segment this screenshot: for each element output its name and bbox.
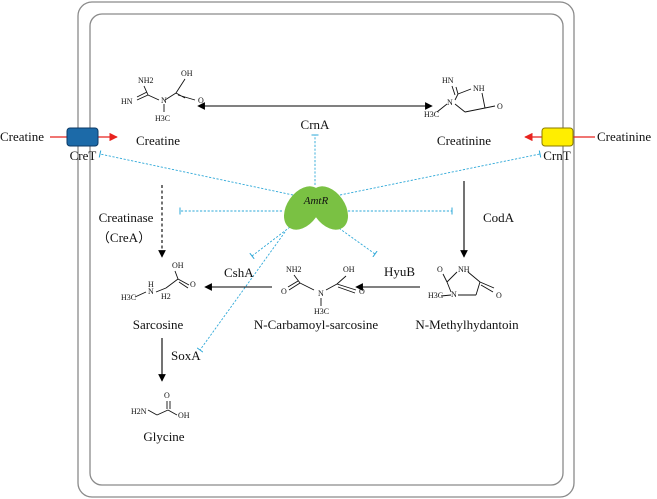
nmh-o1-label: O: [437, 265, 443, 274]
creatine-ch3-label: H3C: [155, 114, 170, 123]
creatine-label: Creatine: [136, 133, 180, 148]
creatine-hn-label: HN: [121, 97, 133, 106]
cret-label: CreT: [70, 148, 97, 163]
creatinine-n-label: N: [447, 98, 453, 107]
nmh-n-label: N: [451, 290, 457, 299]
ncs-oh-label: OH: [343, 265, 355, 274]
creatinine-nh-label: NH: [473, 84, 485, 93]
creatinine-o-label: O: [497, 102, 503, 111]
coda-label: CodA: [483, 210, 515, 225]
creatine-nh2-label: NH2: [138, 76, 154, 85]
amtr-to-crnt-line: [339, 150, 542, 196]
glycine-nh2-label: H2N: [131, 407, 147, 416]
amtr-right-lobe: [309, 186, 349, 230]
amtr-to-csha-line: [249, 226, 291, 260]
external-creatinine-label: Creatinine: [597, 129, 651, 144]
sarcosine-n-label: N: [148, 287, 154, 296]
amtr-to-soxa-line: [196, 231, 286, 353]
nmh-ch3-label: H3C: [428, 291, 443, 300]
glycine-label: Glycine: [143, 429, 184, 444]
sarcosine-oh-label: OH: [172, 261, 184, 270]
creatine-o-label: O: [198, 96, 204, 105]
cell-membrane-outer: [77, 1, 575, 498]
sarcosine-o-label: O: [190, 280, 196, 289]
glycine-o-label: O: [164, 391, 170, 400]
creatinine-hn-label: HN: [442, 76, 454, 85]
sarcosine-h-label: H: [148, 280, 154, 289]
external-creatine-label: Creatine: [0, 129, 44, 144]
glycine-structure: O OH H2N: [131, 391, 190, 420]
glycine-oh-label: OH: [178, 411, 190, 420]
n-methylhydantoin-label: N-Methylhydantoin: [415, 317, 519, 332]
nmh-o2-label: O: [496, 291, 502, 300]
cell-membrane-inner: [89, 13, 564, 486]
csha-label: CshA: [224, 265, 254, 280]
nmh-nh-label: NH: [458, 265, 470, 274]
crnt-transporter: [541, 127, 574, 147]
hyub-label: HyuB: [384, 264, 415, 279]
ncs-ch3-label: H3C: [314, 307, 329, 316]
sarcosine-structure: OH O N H H2 H3C: [121, 261, 196, 302]
sarcosine-h2-label: H2: [161, 292, 171, 301]
creatinine-label: Creatinine: [437, 133, 491, 148]
ncs-n-label: N: [318, 289, 324, 298]
n-carbamoyl-sarcosine-label: N-Carbamoyl-sarcosine: [254, 317, 378, 332]
sarcosine-ch3-label: H3C: [121, 293, 136, 302]
crnt-label: CrnT: [543, 148, 571, 163]
amtr-regulator: AmtR: [283, 186, 349, 230]
amtr-regulation-lines: [98, 134, 542, 353]
sarcosine-label: Sarcosine: [133, 317, 184, 332]
ncs-nh2-label: NH2: [286, 265, 302, 274]
creatinine-structure: HN N NH O H3C: [424, 76, 503, 119]
creatine-structure: NH2 HN N OH O H3C: [121, 69, 204, 123]
creatine-n-label: N: [161, 96, 167, 105]
crna-label: CrnA: [301, 117, 331, 132]
soxa-label: SoxA: [171, 348, 201, 363]
amtr-to-hyub-line: [335, 225, 378, 258]
amtr-to-cret-line: [98, 150, 294, 196]
amtr-label: AmtR: [303, 195, 329, 207]
n-carbamoyl-sarcosine-structure: NH2 OH O O N H3C: [281, 265, 365, 316]
creatinase-label: Creatinase: [99, 210, 154, 225]
ncs-o1-label: O: [281, 287, 287, 296]
n-methylhydantoin-structure: O O NH N H3C: [428, 265, 502, 300]
ncs-o2-label: O: [359, 287, 365, 296]
creatinine-ch3-label: H3C: [424, 110, 439, 119]
cret-transporter: [66, 127, 99, 147]
creatine-oh-label: OH: [181, 69, 193, 78]
crea-label: （CreA）: [97, 230, 151, 245]
